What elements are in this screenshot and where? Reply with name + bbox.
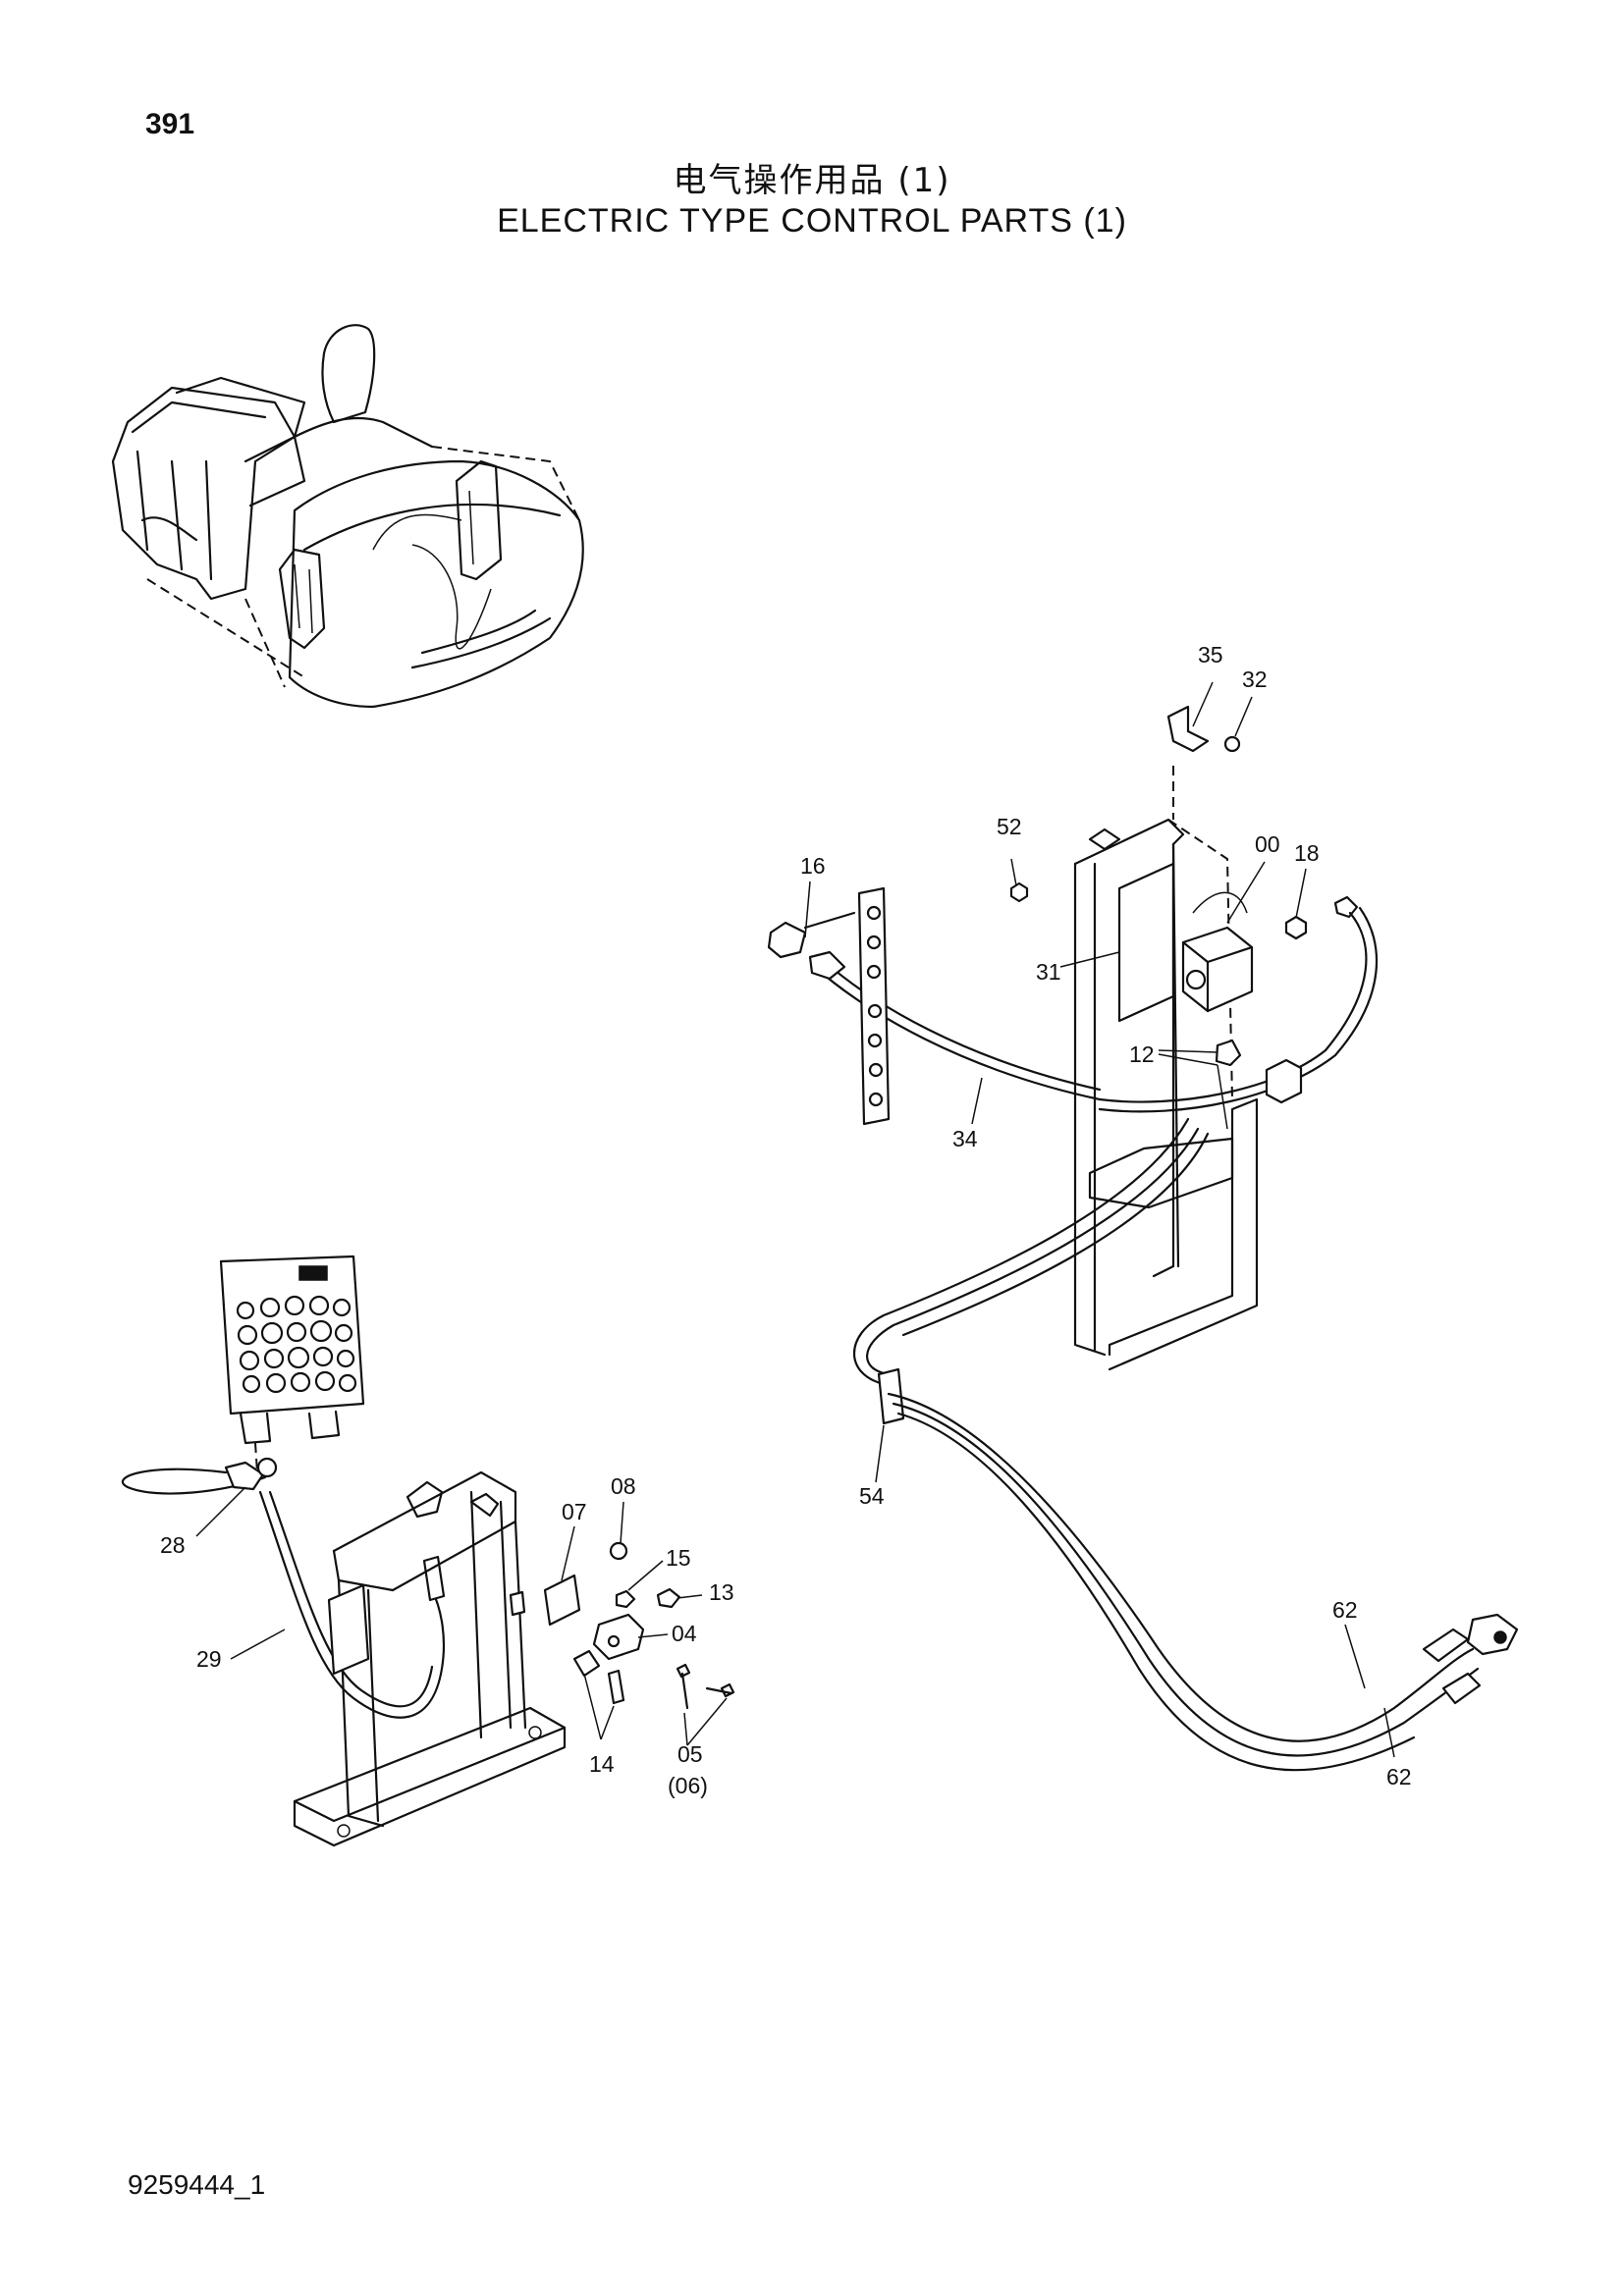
callout-35: 35 <box>1198 642 1223 667</box>
callout-18: 18 <box>1294 840 1320 866</box>
callout-62-lower: 62 <box>1386 1764 1412 1789</box>
callout-00: 00 <box>1255 831 1280 857</box>
callout-62-upper: 62 <box>1332 1597 1358 1623</box>
callout-labels: 35 32 52 00 18 16 31 12 34 54 62 62 08 0… <box>160 642 1412 1798</box>
document-id: 9259444_1 <box>128 2169 266 2200</box>
callout-06: (06) <box>668 1773 708 1798</box>
callout-16: 16 <box>800 853 826 879</box>
title-chinese: 电气操作用品 (1) <box>673 161 951 200</box>
page-number: 391 <box>145 108 195 140</box>
callout-12: 12 <box>1129 1041 1155 1067</box>
callout-08: 08 <box>611 1473 636 1499</box>
callout-14: 14 <box>589 1751 615 1777</box>
right-panel-assembly <box>767 705 1519 1772</box>
machine-overview-illustration <box>111 324 584 709</box>
callout-32: 32 <box>1242 667 1268 692</box>
callout-31: 31 <box>1036 959 1061 985</box>
callout-13: 13 <box>709 1579 734 1605</box>
callout-54: 54 <box>859 1483 885 1509</box>
callout-52: 52 <box>997 814 1022 839</box>
callout-15: 15 <box>666 1545 691 1571</box>
title-english: ELECTRIC TYPE CONTROL PARTS (1) <box>497 202 1127 240</box>
leader-lines <box>195 681 1395 1758</box>
left-stand-assembly <box>121 1255 735 1847</box>
callout-04: 04 <box>672 1621 697 1646</box>
callout-29: 29 <box>196 1646 222 1672</box>
callout-07: 07 <box>562 1499 587 1524</box>
callout-28: 28 <box>160 1532 186 1558</box>
callout-05: 05 <box>677 1741 703 1767</box>
callout-34: 34 <box>952 1126 978 1151</box>
